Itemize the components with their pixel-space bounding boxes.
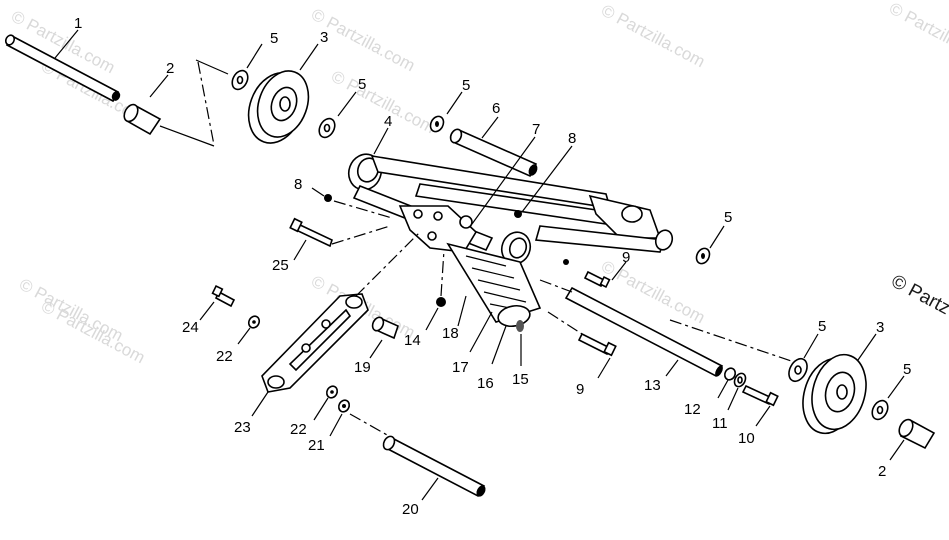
callout-9: 9 bbox=[622, 249, 630, 266]
part-16-shock-body bbox=[497, 304, 531, 332]
callout-19: 19 bbox=[354, 359, 371, 376]
callout-3-lower: 3 bbox=[876, 319, 884, 336]
callout-17: 17 bbox=[452, 359, 469, 376]
callout-22: 22 bbox=[290, 421, 307, 438]
part-20-shaft bbox=[382, 435, 486, 498]
callout-3-upper: 3 bbox=[320, 29, 328, 46]
callout-11: 11 bbox=[712, 415, 728, 432]
part-3-idler-wheel bbox=[247, 70, 310, 144]
watermark-edge-text: © Partz bbox=[888, 271, 949, 319]
watermark-text: © Partzilla.com bbox=[598, 1, 708, 72]
callout-1: 1 bbox=[74, 15, 82, 32]
callout-18: 18 bbox=[442, 325, 459, 342]
callout-5: 5 bbox=[903, 361, 911, 378]
callout-5: 5 bbox=[818, 318, 826, 335]
callout-10: 10 bbox=[738, 430, 755, 447]
part-8-nut bbox=[324, 194, 332, 202]
part-3-idler-wheel bbox=[802, 353, 867, 435]
watermark-text: © Partzilla.com bbox=[38, 297, 148, 368]
callout-24: 24 bbox=[182, 319, 199, 336]
part-1-shaft bbox=[4, 34, 121, 103]
part-5-washer bbox=[318, 117, 336, 139]
part-5-washer bbox=[788, 357, 808, 383]
callout-15: 15 bbox=[512, 371, 529, 388]
part-5-washer bbox=[871, 399, 889, 421]
part-24-bolt bbox=[211, 285, 236, 308]
part-10-bolt bbox=[741, 384, 779, 407]
callout-20: 20 bbox=[402, 501, 419, 518]
part-9-bolt bbox=[583, 270, 611, 288]
part-5-washer bbox=[231, 69, 249, 91]
part-19-bushing bbox=[371, 316, 399, 340]
part-6-shaft bbox=[449, 128, 538, 178]
shock-mount-bracket bbox=[398, 205, 478, 253]
callout-7: 7 bbox=[532, 121, 540, 138]
part-2-bushing bbox=[123, 103, 162, 136]
callout-2-upper: 2 bbox=[166, 60, 174, 77]
part-5-washer bbox=[429, 115, 445, 133]
part-21-nut bbox=[337, 399, 351, 413]
callout-8: 8 bbox=[294, 176, 302, 193]
part-5-washer bbox=[695, 247, 711, 265]
callout-25: 25 bbox=[272, 257, 289, 274]
callout-6: 6 bbox=[492, 100, 500, 117]
callout-2-lower: 2 bbox=[878, 463, 886, 480]
callout-12: 12 bbox=[684, 401, 701, 418]
callout-22: 22 bbox=[216, 348, 233, 365]
part-11-washer bbox=[733, 372, 747, 388]
callout-5: 5 bbox=[724, 209, 732, 226]
part-17-shock-spring bbox=[446, 242, 542, 323]
part-25-bolt bbox=[289, 217, 333, 248]
callout-9: 9 bbox=[576, 381, 584, 398]
part-23-link-arm bbox=[261, 293, 369, 393]
callout-14: 14 bbox=[404, 332, 421, 349]
callout-4: 4 bbox=[384, 113, 392, 130]
part-22-washer bbox=[325, 385, 339, 399]
callout-21: 21 bbox=[308, 437, 325, 454]
callout-5: 5 bbox=[270, 30, 278, 47]
part-9-bolt bbox=[577, 332, 617, 357]
callout-8: 8 bbox=[568, 130, 576, 147]
part-2-bushing bbox=[898, 418, 936, 450]
callout-16: 16 bbox=[477, 375, 494, 392]
callout-5: 5 bbox=[358, 76, 366, 93]
callout-13: 13 bbox=[644, 377, 661, 394]
watermark-text: © Partzilla.com bbox=[886, 0, 949, 69]
part-22-washer bbox=[247, 315, 261, 329]
callout-5: 5 bbox=[462, 77, 470, 94]
callout-23: 23 bbox=[234, 419, 251, 436]
part-12-washer bbox=[723, 367, 737, 381]
part-14-nut bbox=[436, 297, 446, 307]
part-13-shaft bbox=[564, 286, 724, 378]
